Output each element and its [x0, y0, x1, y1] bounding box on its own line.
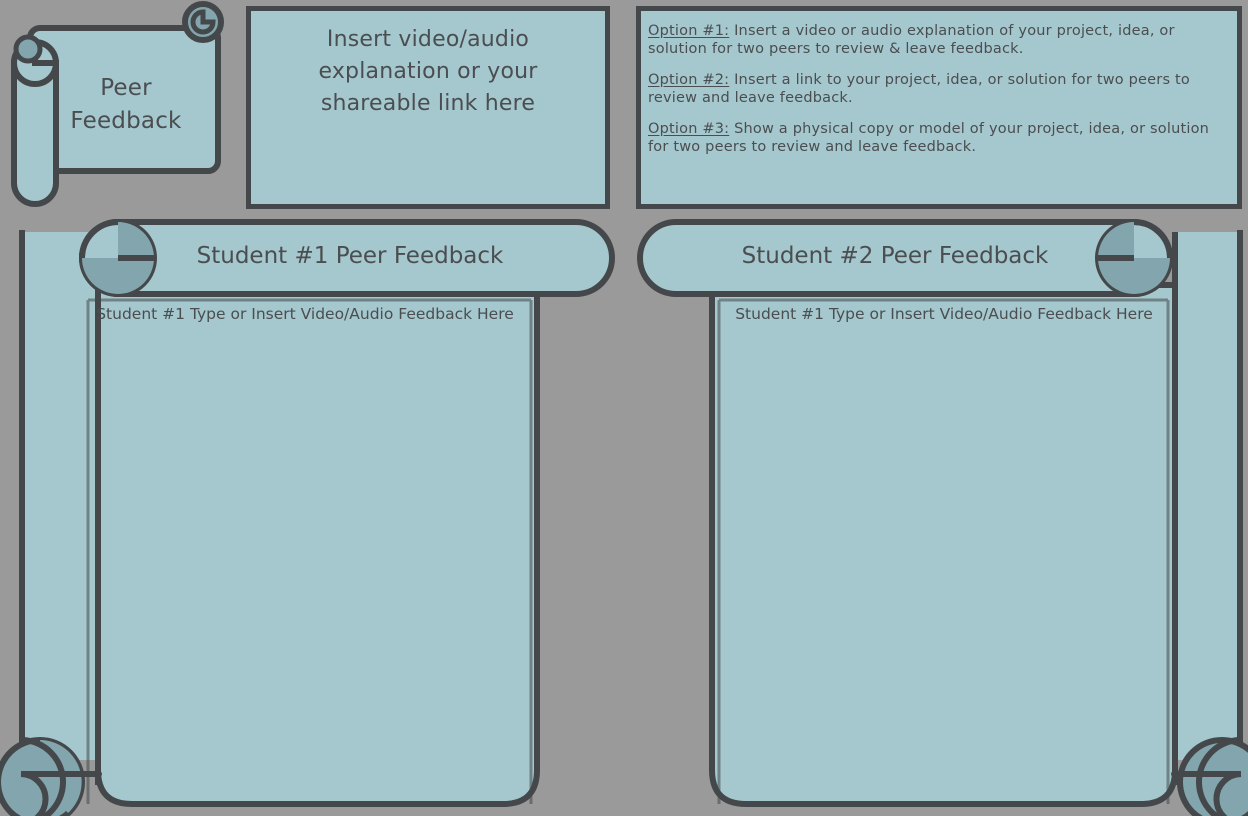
- panel-1-feedback-placeholder[interactable]: Student #1 Type or Insert Video/Audio Fe…: [96, 305, 514, 323]
- panel-1-bottom-curl: [0, 737, 102, 816]
- option-item: Option #3: Show a physical copy or model…: [648, 120, 1226, 156]
- option-text: Show a physical copy or model of your pr…: [648, 121, 1210, 155]
- panel-student-1[interactable]: [0, 219, 615, 816]
- panel-2-banner-title: Student #2 Peer Feedback: [741, 243, 1049, 269]
- option-text: Insert a link to your project, idea, or …: [648, 72, 1190, 106]
- panel-2-feedback-placeholder[interactable]: Student #1 Type or Insert Video/Audio Fe…: [735, 305, 1153, 323]
- title-scroll: [11, 1, 224, 207]
- option-text: Insert a video or audio explanation of y…: [648, 23, 1175, 57]
- panel-2-bottom-curl: [1171, 737, 1248, 816]
- insert-media-line-3: shareable link here: [320, 91, 536, 116]
- options-box: [636, 6, 1242, 209]
- page-title-line-1: Peer: [100, 75, 152, 101]
- panel-2-body: [709, 282, 1178, 807]
- panel-2-textbox-outline: [717, 298, 1170, 804]
- option-label: Option #1:: [648, 23, 730, 39]
- insert-media-line-2: explanation or your: [318, 59, 538, 84]
- insert-media-box[interactable]: [246, 6, 610, 209]
- panel-1-body: [95, 282, 540, 807]
- page-title-line-2: Feedback: [70, 108, 182, 134]
- option-label: Option #2:: [648, 72, 730, 88]
- insert-media-line-1: Insert video/audio: [326, 27, 530, 52]
- panel-student-2[interactable]: [637, 219, 1248, 816]
- options-list: Option #1: Insert a video or audio expla…: [648, 22, 1226, 156]
- panel-2-spine-fill: [1178, 232, 1240, 760]
- title-scroll-curl-topright: [182, 1, 224, 43]
- option-label: Option #3:: [648, 121, 730, 137]
- title-scroll-roll-left: [11, 34, 60, 207]
- insert-media-prompt: Insert video/audio explanation or your s…: [258, 24, 598, 120]
- panel-2-banner: [637, 219, 1173, 297]
- option-item: Option #1: Insert a video or audio expla…: [648, 22, 1226, 58]
- page-title: Peer Feedback: [36, 72, 216, 138]
- panel-1-banner: [79, 219, 615, 297]
- panel-1-banner-title: Student #1 Peer Feedback: [196, 243, 504, 269]
- panel-1-textbox-outline: [86, 298, 533, 804]
- option-item: Option #2: Insert a link to your project…: [648, 71, 1226, 107]
